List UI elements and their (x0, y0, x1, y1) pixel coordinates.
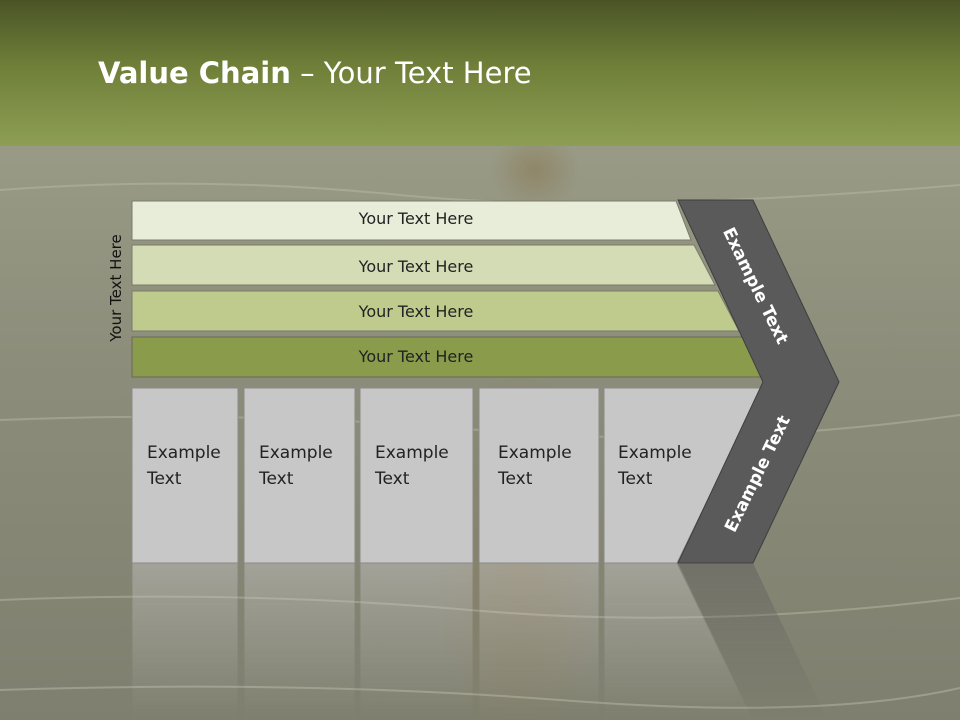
band-3: Your Text Here (131, 290, 740, 332)
box-2-line2: Text (258, 469, 294, 489)
box-4-shape (478, 387, 600, 564)
box-2: Example Text (243, 387, 356, 564)
band-2: Your Text Here (131, 244, 716, 286)
band-3-label: Your Text Here (358, 302, 474, 321)
box-3-line2: Text (374, 469, 410, 489)
title-bar: Value Chain – Your Text Here (0, 0, 960, 146)
title-bold: Value Chain (98, 56, 291, 90)
support-activities: Your Text Here Your Text Here Your Text … (131, 200, 764, 378)
box-1: Example Text (131, 387, 239, 564)
band-1-shape (131, 200, 692, 241)
primary-activities: Example Text Example Text Example Text E… (131, 387, 763, 564)
box-4-line2: Text (497, 469, 533, 489)
box-1-shape (131, 387, 239, 564)
box-3-line1: Example (375, 443, 449, 463)
band-4-label: Your Text Here (358, 347, 474, 366)
box-4: Example Text (478, 387, 600, 564)
band-4: Your Text Here (131, 336, 764, 378)
box-5-line2: Text (617, 469, 653, 489)
box-3-shape (359, 387, 474, 564)
title-rest: – Your Text Here (290, 56, 532, 90)
box-5-line1: Example (618, 443, 692, 463)
band-2-label: Your Text Here (358, 257, 474, 276)
box-1-line1: Example (147, 443, 221, 463)
band-1-label: Your Text Here (358, 209, 474, 228)
box-1-line2: Text (146, 469, 182, 489)
diagram-reflection (131, 562, 828, 720)
box-3: Example Text (359, 387, 474, 564)
box-2-line1: Example (259, 443, 333, 463)
band-2-shape (131, 244, 716, 286)
box-2-shape (243, 387, 356, 564)
band-1: Your Text Here (131, 200, 692, 241)
slide-title: Value Chain – Your Text Here (98, 56, 532, 90)
box-4-line1: Example (498, 443, 572, 463)
